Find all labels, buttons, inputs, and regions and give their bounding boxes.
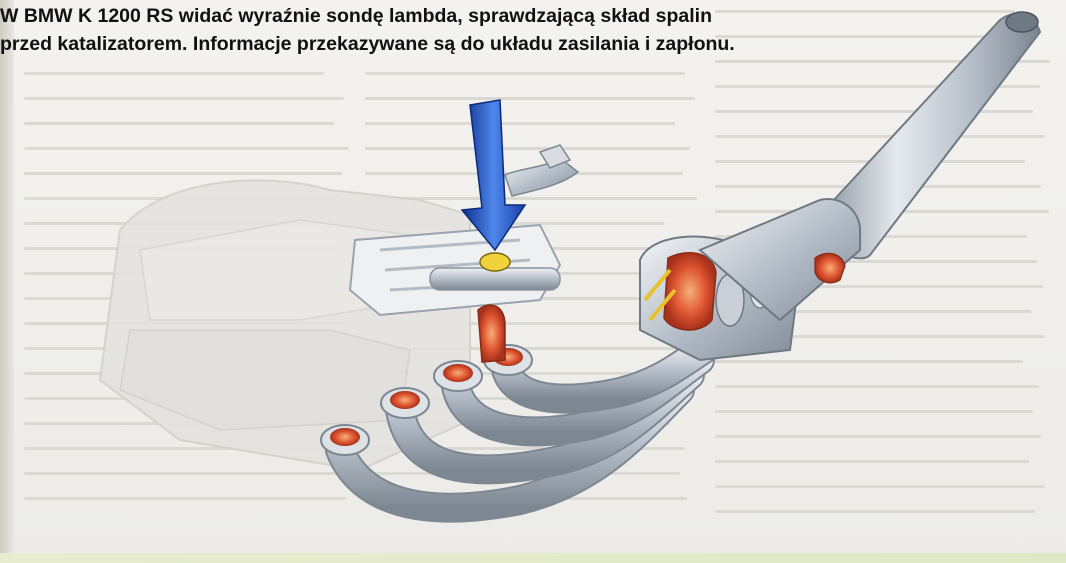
exhaust-port-1 [321, 425, 369, 455]
figure-caption: W BMW K 1200 RS widać wyraźnie sondę lam… [0, 2, 1000, 58]
pipe-cutaway [478, 305, 505, 362]
intake-assembly [350, 225, 560, 315]
lambda-sensor-tip-icon [480, 253, 510, 271]
caption-line-1: W BMW K 1200 RS widać wyraźnie sondę lam… [0, 2, 1000, 30]
exhaust-port-2 [381, 388, 429, 418]
exhaust-port-3 [434, 361, 482, 391]
muffler [700, 12, 1040, 320]
caption-line-2: przed katalizatorem. Informacje przekazy… [0, 30, 1000, 58]
page-edge-bottom [0, 553, 1066, 563]
